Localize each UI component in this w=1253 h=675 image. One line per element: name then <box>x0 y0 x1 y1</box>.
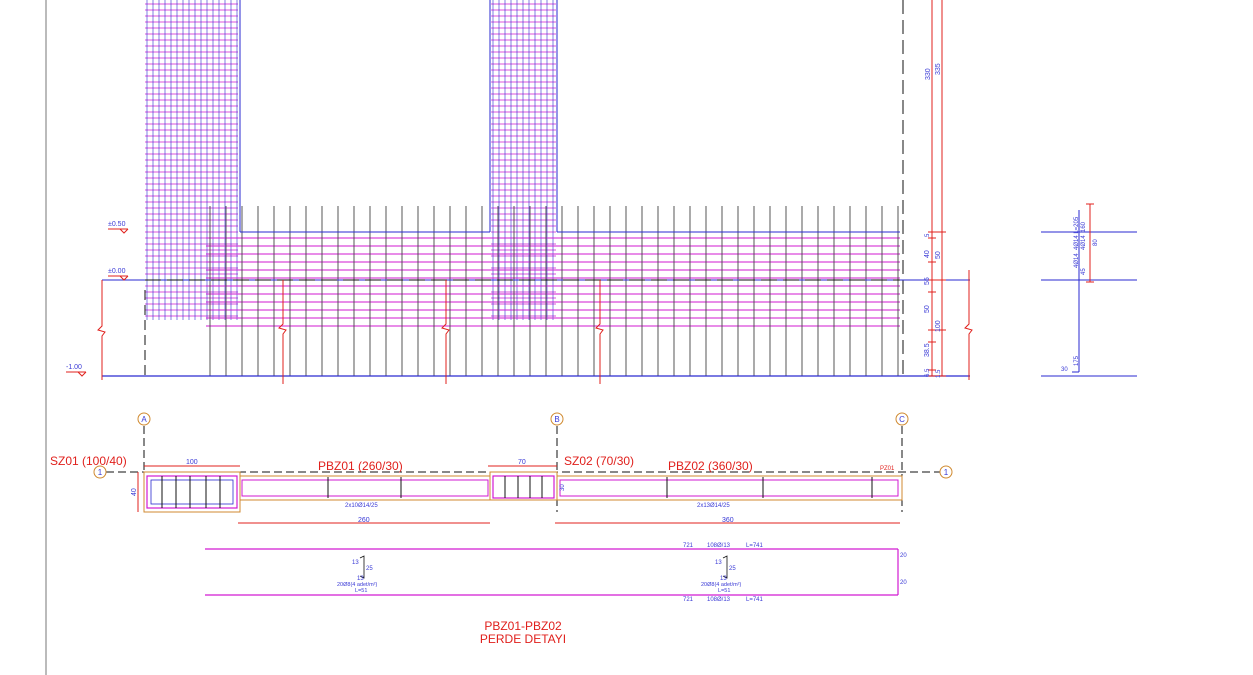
svg-text:1: 1 <box>98 468 103 477</box>
svg-text:100: 100 <box>935 320 942 332</box>
rebar-note-right: 2x13Ø14/25 <box>697 503 730 509</box>
svg-text:721: 721 <box>683 597 694 603</box>
axis-bubble-row-right: 1 <box>939 465 953 479</box>
svg-text:108Ø/13: 108Ø/13 <box>707 597 731 603</box>
detail-title-line-2: PERDE DETAYI <box>480 632 566 646</box>
elevation-mark-zero: ±0.00 <box>108 268 129 281</box>
svg-text:±0.00: ±0.00 <box>108 268 126 275</box>
svg-text:260: 260 <box>358 517 370 524</box>
plan-dimension-30: 30 <box>560 484 566 491</box>
elevation-mark-top: ±0.50 <box>108 221 129 234</box>
svg-text:1.5: 1.5 <box>936 369 942 378</box>
plan-dimension-100: 100 <box>144 459 240 467</box>
svg-text:40: 40 <box>924 250 931 258</box>
axis-bubble-row-left: 1 <box>93 465 107 479</box>
svg-text:13: 13 <box>352 560 359 566</box>
svg-text:38.5: 38.5 <box>924 343 931 357</box>
svg-text:160: 160 <box>1081 221 1087 232</box>
break-lines <box>97 270 973 384</box>
svg-text:13: 13 <box>357 576 364 582</box>
pbz02-label: PBZ02 (360/30) <box>668 459 753 473</box>
svg-text:50: 50 <box>924 305 931 313</box>
svg-text:45: 45 <box>1081 268 1087 275</box>
svg-text:L=51: L=51 <box>718 588 730 594</box>
svg-text:A: A <box>141 415 147 424</box>
pbz01-label: PBZ01 (260/30) <box>318 459 403 473</box>
svg-text:L=51: L=51 <box>355 588 367 594</box>
svg-text:L=741: L=741 <box>746 597 764 603</box>
svg-text:25: 25 <box>366 566 373 572</box>
wall-outline <box>239 0 900 233</box>
sz02-label: SZ02 (70/30) <box>564 454 634 468</box>
svg-text:13: 13 <box>715 560 722 566</box>
svg-text:4Ø14: 4Ø14 <box>1081 235 1087 250</box>
sz01-label: SZ01 (100/40) <box>50 454 127 468</box>
level-lines <box>102 279 970 377</box>
svg-text:330: 330 <box>925 68 932 80</box>
svg-text:20: 20 <box>900 580 907 586</box>
svg-text:108Ø/13: 108Ø/13 <box>707 543 731 549</box>
svg-text:13: 13 <box>720 576 727 582</box>
svg-text:100: 100 <box>186 459 198 466</box>
svg-text:20Ø8(4 adet/m²): 20Ø8(4 adet/m²) <box>701 582 742 588</box>
axis-bubble-b: B <box>550 412 564 426</box>
column-rebar-grid-left <box>145 0 238 320</box>
axis-lines-plan <box>106 426 940 512</box>
svg-text:±0.50: ±0.50 <box>108 221 126 228</box>
svg-text:30: 30 <box>1061 367 1068 373</box>
axis-bubble-a: A <box>137 412 151 426</box>
svg-text:721: 721 <box>683 543 694 549</box>
foundation-section-detail: 4Ø14 L=205 4Ø14 160 4Ø14 45 80 175 30 <box>1041 203 1137 377</box>
svg-text:20: 20 <box>900 553 907 559</box>
wall-rebar-grid <box>206 206 900 376</box>
span-dimension-260: 260 <box>238 517 490 524</box>
svg-text:50: 50 <box>935 251 942 259</box>
svg-text:55: 55 <box>924 277 931 285</box>
svg-text:1: 1 <box>944 468 949 477</box>
elevation-mark-bottom: -1.00 <box>66 364 87 377</box>
axis-bubble-c: C <box>895 412 909 426</box>
span-dimension-360: 360 <box>555 517 900 524</box>
svg-text:30: 30 <box>560 484 566 491</box>
pz01-tag: PZ01 <box>880 466 895 472</box>
svg-text:70: 70 <box>518 459 526 466</box>
plan-dimension-70: 70 <box>488 459 557 467</box>
svg-text:6.5: 6.5 <box>925 368 931 377</box>
svg-text:-1.00: -1.00 <box>66 364 82 371</box>
wall-plan-outline <box>143 471 903 513</box>
svg-text:B: B <box>554 415 559 424</box>
plan-dimension-40: 40 <box>131 472 139 512</box>
svg-text:25: 25 <box>729 566 736 572</box>
svg-text:175: 175 <box>1074 355 1080 366</box>
svg-text:4Ø14 L=205: 4Ø14 L=205 <box>1074 216 1080 250</box>
vertical-dimension-chain: 330 335 5 40 50 55 50 100 38.5 6.5 1.5 <box>924 0 946 378</box>
rebar-schedule: 721 108Ø/13 L=741 721 108Ø/13 L=741 20 2… <box>205 543 907 603</box>
detail-title-line-1: PBZ01-PBZ02 <box>484 619 562 633</box>
rebar-note-left: 2x10Ø14/25 <box>345 503 378 509</box>
column-rebar-grid-middle <box>491 0 556 320</box>
svg-text:5: 5 <box>925 233 931 237</box>
svg-text:4Ø14: 4Ø14 <box>1074 253 1080 268</box>
svg-text:C: C <box>899 415 905 424</box>
svg-text:335: 335 <box>935 63 942 75</box>
svg-text:20Ø8(4 adet/m²): 20Ø8(4 adet/m²) <box>337 582 378 588</box>
svg-text:360: 360 <box>722 517 734 524</box>
svg-text:L=741: L=741 <box>746 543 764 549</box>
svg-text:40: 40 <box>131 488 138 496</box>
svg-text:80: 80 <box>1093 239 1099 246</box>
